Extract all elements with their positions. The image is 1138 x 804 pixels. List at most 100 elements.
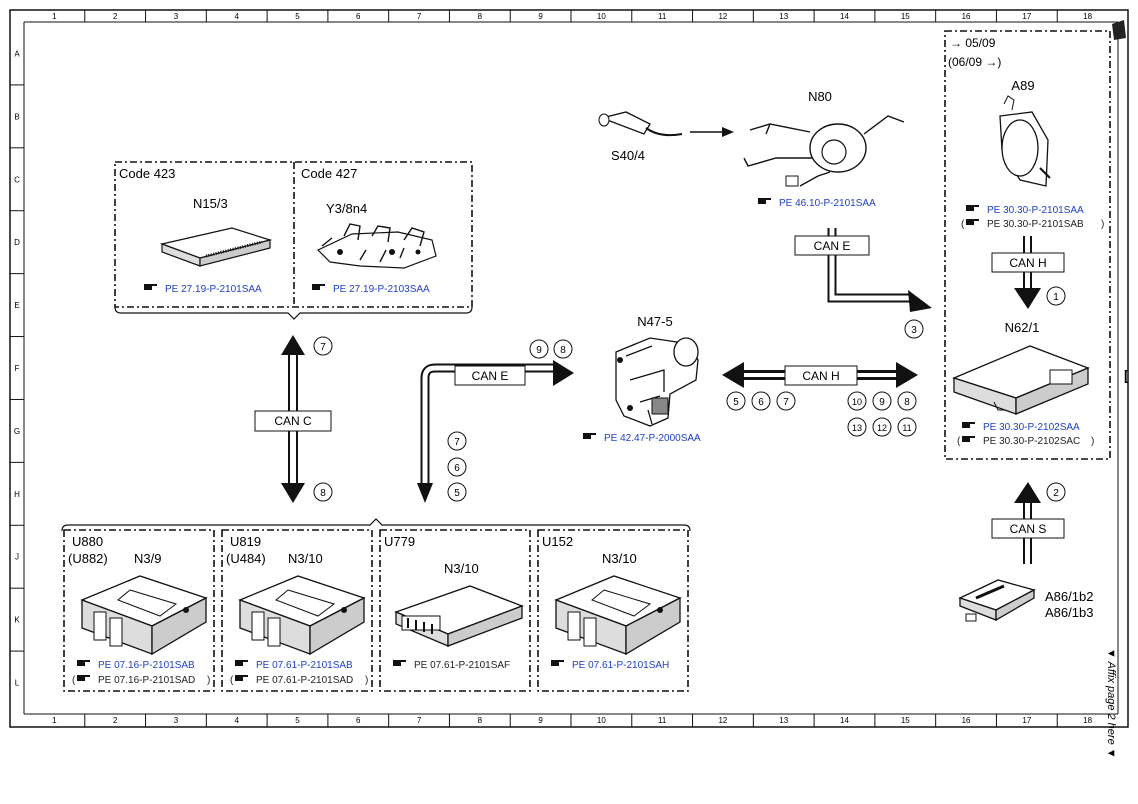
n62-1-ref-2-paren-close: ) xyxy=(1091,436,1094,447)
callout-8-can-c: 8 xyxy=(320,488,326,499)
u880-ref-1[interactable]: PE 07.16-P-2101SAB xyxy=(98,660,195,671)
can-h-bus-vertical: CAN H 1 xyxy=(991,236,1066,309)
n62-1-ref-2[interactable]: PE 30.30-P-2102SAC xyxy=(983,436,1080,447)
callout-7-can-c: 7 xyxy=(320,342,326,353)
side-bracket: [ xyxy=(1124,367,1129,383)
callout-6-can-e: 6 xyxy=(454,463,460,474)
callout-13-can-h: 13 xyxy=(852,423,862,433)
column-number: 12 xyxy=(718,716,727,725)
a89-label: A89 xyxy=(1011,78,1034,93)
u819-ref-2-paren-close: ) xyxy=(365,675,368,686)
date-range-from: (06/09 →) xyxy=(948,55,1001,69)
u484-label: (U484) xyxy=(226,551,266,566)
column-number: 18 xyxy=(1083,12,1092,21)
row-letter: C xyxy=(14,175,20,184)
a86-sensor-group: A86/1b2 A86/1b3 xyxy=(958,579,1093,622)
n47-5-label: N47-5 xyxy=(637,314,672,329)
column-number: 12 xyxy=(718,12,727,21)
can-e-right-label: CAN E xyxy=(814,239,851,253)
callout-7-can-e: 7 xyxy=(454,437,460,448)
n62-1-module-icon xyxy=(952,345,1090,415)
column-number: 13 xyxy=(779,12,788,21)
u152-label: U152 xyxy=(542,534,573,549)
y3-8n4-label: Y3/8n4 xyxy=(326,201,367,216)
callout-10-can-h: 10 xyxy=(852,397,862,407)
can-h-vertical-label: CAN H xyxy=(1009,256,1046,270)
callout-1: 1 xyxy=(1053,292,1059,303)
n3-10-label-a: N3/10 xyxy=(288,551,323,566)
row-letter: E xyxy=(14,301,19,310)
u152-ref[interactable]: PE 07.61-P-2101SAH xyxy=(572,660,669,671)
callout-5-can-h: 5 xyxy=(733,397,739,408)
row-letter: A xyxy=(14,49,20,58)
column-number: 14 xyxy=(840,716,849,725)
u819-ref-2[interactable]: PE 07.61-P-2101SAD xyxy=(256,675,353,686)
row-letter: K xyxy=(14,616,20,625)
u880-ref-2-paren-close: ) xyxy=(207,675,210,686)
n80-steering-column-module-icon xyxy=(743,115,905,187)
n3-9-label: N3/9 xyxy=(134,551,161,566)
column-number: 17 xyxy=(1022,12,1031,21)
u819-label: U819 xyxy=(230,534,261,549)
column-number: 8 xyxy=(478,12,483,21)
u819-ref-2-paren-open: ( xyxy=(230,675,234,686)
can-c-bus: CAN C 7 8 xyxy=(254,335,333,503)
n15-3-ref[interactable]: PE 27.19-P-2101SAA xyxy=(165,284,262,295)
u779-ref[interactable]: PE 07.61-P-2101SAF xyxy=(414,660,510,671)
n80-ref[interactable]: PE 46.10-P-2101SAA xyxy=(779,198,876,209)
column-number: 10 xyxy=(597,716,606,725)
callout-12-can-h: 12 xyxy=(877,423,887,433)
column-number: 17 xyxy=(1022,716,1031,725)
column-number: 15 xyxy=(901,12,910,21)
column-number: 3 xyxy=(174,12,179,21)
column-number: 5 xyxy=(295,716,300,725)
callout-3: 3 xyxy=(911,325,917,336)
n3-9-ecu-icon xyxy=(80,575,208,656)
column-number: 5 xyxy=(295,12,300,21)
n47-5-hydraulic-unit-icon xyxy=(615,337,699,427)
y3-8n4-valve-icon xyxy=(316,223,437,269)
a86-1b3-label: A86/1b3 xyxy=(1045,605,1093,620)
row-letter: D xyxy=(14,238,20,247)
column-number: 4 xyxy=(234,12,239,21)
callout-6-can-h: 6 xyxy=(758,397,764,408)
callout-8-can-h: 8 xyxy=(904,397,910,408)
column-number: 13 xyxy=(779,716,788,725)
column-number: 9 xyxy=(538,716,543,725)
a89-radar-sensor-icon xyxy=(999,95,1051,187)
column-number: 16 xyxy=(962,716,971,725)
can-c-label: CAN C xyxy=(274,414,312,428)
n47-5-component: N47-5 PE 42.47-P-2000SAA xyxy=(583,314,701,444)
n62-1-ref-2-paren-open: ( xyxy=(957,436,961,447)
column-number: 6 xyxy=(356,716,361,725)
column-number: 7 xyxy=(417,716,422,725)
n47-5-ref[interactable]: PE 42.47-P-2000SAA xyxy=(604,433,701,444)
callout-2: 2 xyxy=(1053,488,1059,499)
u880-label: U880 xyxy=(72,534,103,549)
y3-8n4-ref[interactable]: PE 27.19-P-2103SAA xyxy=(333,284,430,295)
n62-1-ref-1[interactable]: PE 30.30-P-2102SAA xyxy=(983,422,1080,433)
a89-ref-1[interactable]: PE 30.30-P-2101SAA xyxy=(987,205,1084,216)
callout-8-can-e: 8 xyxy=(560,345,566,356)
n3-10-label-b: N3/10 xyxy=(444,561,479,576)
group-engine-ecus: U880 (U882) N3/9 U819 (U484) N3/10 U779 … xyxy=(61,518,691,692)
column-number: 14 xyxy=(840,12,849,21)
column-number: 3 xyxy=(174,716,179,725)
u819-ref-1[interactable]: PE 07.61-P-2101SAB xyxy=(256,660,353,671)
can-e-left-label: CAN E xyxy=(472,369,509,383)
column-number: 15 xyxy=(901,716,910,725)
row-letter: G xyxy=(14,427,20,436)
u880-ref-2[interactable]: PE 07.16-P-2101SAD xyxy=(98,675,195,686)
callout-9-can-e: 9 xyxy=(536,345,542,356)
column-number: 10 xyxy=(597,12,606,21)
n15-3-module-icon xyxy=(159,227,273,267)
s40-4-switch-icon xyxy=(598,111,683,137)
column-number: 11 xyxy=(658,716,667,725)
a86-sensor-icon xyxy=(958,579,1036,622)
a89-ref-2[interactable]: PE 30.30-P-2101SAB xyxy=(987,219,1084,230)
column-number: 7 xyxy=(417,12,422,21)
callout-9-can-h: 9 xyxy=(879,397,885,408)
u880-ref-2-paren-open: ( xyxy=(72,675,76,686)
